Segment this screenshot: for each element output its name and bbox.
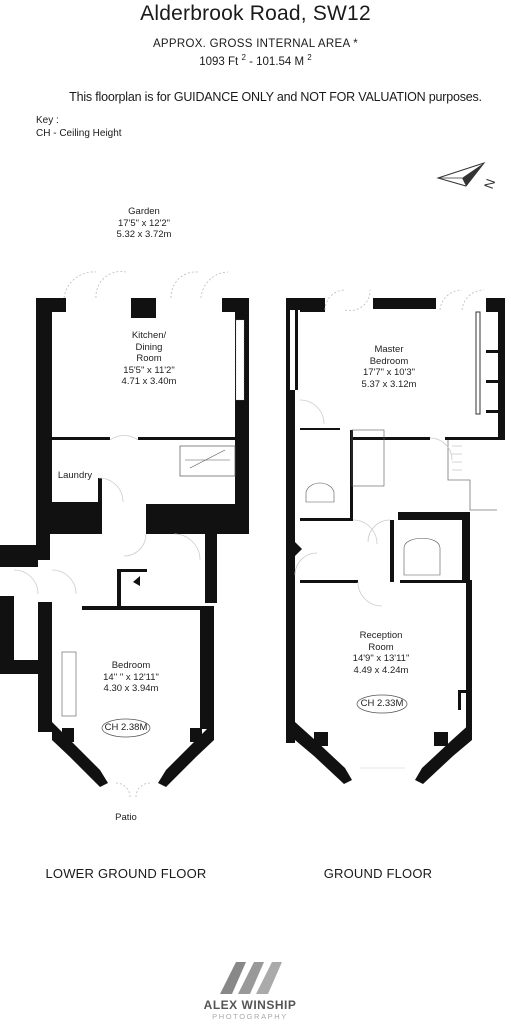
ceiling-height-lower: CH 2.38M — [104, 722, 148, 733]
ceiling-height-marker-ground — [356, 694, 408, 714]
room-laundry: Laundry — [57, 470, 93, 481]
logo-name: ALEX WINSHIP — [203, 998, 297, 1012]
room-garden: Garden 17'5" x 12'2" 5.32 x 3.72m — [116, 206, 172, 240]
room-reception: Reception Room 14'9" x 13'11" 4.49 x 4.2… — [352, 630, 410, 676]
logo-tagline: PHOTOGRAPHY — [212, 1012, 288, 1021]
area-label: APPROX. GROSS INTERNAL AREA * — [152, 38, 359, 50]
floor-label-ground: GROUND FLOOR — [323, 866, 433, 881]
room-patio: Patio — [115, 812, 137, 823]
guidance-note: This floorplan is for GUIDANCE ONLY and … — [69, 90, 482, 104]
room-bedroom-lower: Bedroom 14'' " x 12'11" 4.30 x 3.94m — [103, 660, 159, 694]
room-master-bedroom: Master Bedroom 17'7" x 10'3" 5.37 x 3.12… — [361, 344, 417, 390]
lower-ground-floor-plan — [0, 271, 249, 798]
key-title: Key : — [36, 115, 59, 126]
area-sep: - — [245, 55, 257, 68]
area-ft: 1093 Ft — [199, 55, 239, 68]
area-values: 1093 Ft 2 - 101.54 M 2 — [0, 53, 511, 68]
key-entry: CH - Ceiling Height — [36, 128, 122, 139]
sq-mark-ft: 2 — [241, 53, 246, 62]
key-legend: Key : CH - Ceiling Height — [36, 114, 122, 140]
ceiling-height-marker-lower — [101, 718, 151, 738]
room-kitchen-dining: Kitchen/ Dining Room 15'5" x 11'2" 4.71 … — [121, 330, 177, 387]
alex-winship-logo-icon — [220, 962, 282, 994]
ceiling-height-ground: CH 2.33M — [360, 698, 404, 709]
plan-title: Alderbrook Road, SW12 — [140, 2, 371, 25]
floor-label-lower-ground: LOWER GROUND FLOOR — [45, 866, 207, 881]
ground-floor-plan — [286, 289, 505, 784]
area-m: 101.54 M — [256, 55, 305, 68]
compass-label: N — [481, 177, 498, 191]
sq-mark-m: 2 — [307, 53, 312, 62]
compass-icon: N — [436, 162, 498, 191]
